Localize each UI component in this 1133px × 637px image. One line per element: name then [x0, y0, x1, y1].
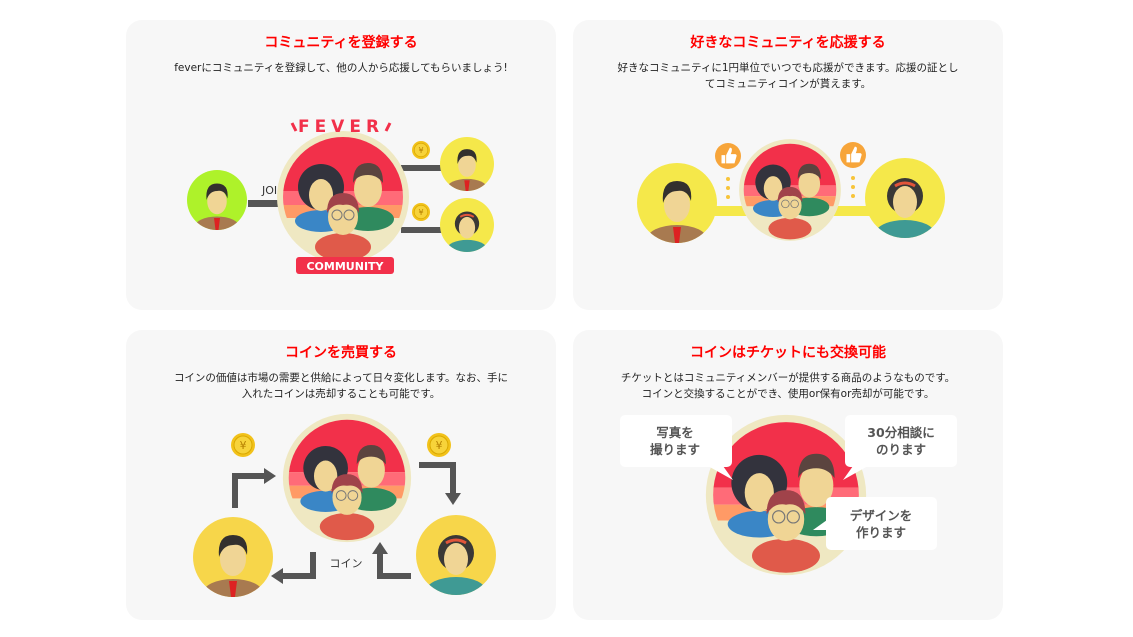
card-title: コインを売買する	[285, 345, 397, 361]
card-description: コインの価値は市場の需要と供給によって日々変化します。なお、手に入れたコインは売…	[173, 372, 509, 400]
card-register-community: コミュニティを登録する feverにコミュニティを登録して、他の人から応援しても…	[126, 20, 556, 310]
trade-illustration: コイン	[126, 330, 556, 620]
ticket-illustration: 写真を 撮ります 30分相談に のります デザインを 作ります	[620, 330, 957, 620]
card-exchange-tickets: コインはチケットにも交換可能 チケットとはコミュニティメンバーが提供する商品のよ…	[573, 330, 1003, 620]
buyer-man-icon	[193, 517, 273, 607]
card-description: チケットとはコミュニティメンバーが提供する商品のようなものです。コインと交換する…	[620, 372, 956, 400]
seller-woman-icon	[416, 515, 496, 605]
ticket-bubble: デザインを 作ります	[813, 497, 937, 550]
flow-arrows	[232, 462, 456, 579]
supporter-woman-icon	[865, 158, 945, 248]
supporter-man-icon	[637, 163, 717, 253]
dots-decoration	[726, 176, 855, 199]
fever-accent	[290, 122, 392, 132]
community-group-icon	[273, 127, 413, 267]
arrow-heads	[264, 468, 461, 584]
community-group-icon	[279, 410, 415, 546]
svg-text:のります: のります	[876, 442, 926, 457]
connector-bar	[401, 165, 443, 171]
svg-text:デザインを: デザインを	[850, 508, 913, 523]
register-illustration: JOIN FEVER COMMUNITY	[126, 117, 556, 274]
coin-icon	[412, 203, 430, 221]
joining-person-icon	[187, 170, 247, 238]
svg-text:写真を: 写真を	[656, 425, 694, 440]
ticket-bubble: 写真を 撮ります	[620, 415, 733, 480]
connector-bar	[401, 227, 443, 233]
card-support-community: 好きなコミュニティを応援する 好きなコミュニティに1円単位でいつでも応援ができま…	[573, 20, 1003, 310]
svg-text:撮ります: 撮ります	[650, 442, 700, 457]
svg-text:作ります: 作ります	[856, 525, 906, 540]
coin-icon	[231, 433, 255, 457]
coin-icon	[412, 141, 430, 159]
community-group-icon	[736, 136, 844, 244]
join-bar	[248, 200, 288, 207]
card-title: コインはチケットにも交換可能	[690, 345, 886, 361]
thumbs-up-icon	[715, 143, 741, 169]
card-description: feverにコミュニティを登録して、他の人から応援してもらいましょう!	[174, 62, 508, 74]
support-illustration	[573, 20, 1003, 310]
coin-flow-label: コイン	[330, 557, 363, 570]
community-badge-label: COMMUNITY	[306, 260, 384, 273]
card-title: 好きなコミュニティを応援する	[690, 35, 886, 51]
svg-text:30分相談に: 30分相談に	[867, 425, 934, 440]
thumbs-up-icon	[840, 142, 866, 168]
coin-icon	[427, 433, 451, 457]
card-description: 好きなコミュニティに1円単位でいつでも応援ができます。応援の証としてコミュニティ…	[617, 62, 959, 90]
supporter-man-icon	[440, 137, 494, 198]
ticket-bubble: 30分相談に のります	[843, 415, 957, 480]
supporter-woman-icon	[440, 198, 494, 259]
fever-logo: FEVER	[298, 117, 384, 137]
card-title: コミュニティを登録する	[264, 35, 418, 51]
community-badge	[296, 257, 394, 274]
card-trade-coins: コインを売買する コインの価値は市場の需要と供給によって日々変化します。なお、手…	[126, 330, 556, 620]
